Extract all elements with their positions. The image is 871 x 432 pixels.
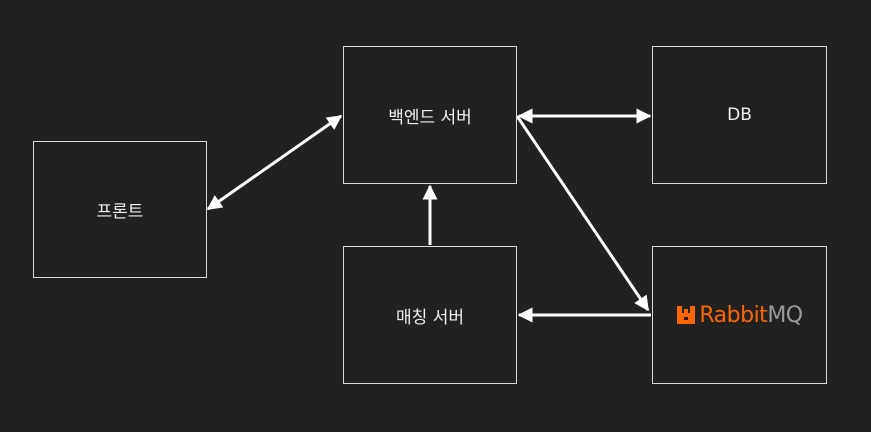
node-matching-server: 매칭 서버 bbox=[343, 246, 517, 384]
edge-front-backend bbox=[206, 114, 343, 211]
node-backend-server-label: 백엔드 서버 bbox=[388, 107, 472, 128]
node-front-label: 프론트 bbox=[96, 202, 144, 222]
node-rabbitmq: RabbitMQ bbox=[652, 246, 827, 384]
rabbitmq-logo: RabbitMQ bbox=[676, 302, 803, 328]
edge-backend-rabbitmq bbox=[515, 115, 650, 312]
rabbitmq-logo-text-mq: MQ bbox=[767, 302, 803, 328]
rabbitmq-logo-text-rabbit: Rabbit bbox=[699, 302, 768, 328]
node-db: DB bbox=[652, 46, 827, 184]
rabbitmq-icon bbox=[677, 306, 696, 324]
node-matching-server-label: 매칭 서버 bbox=[396, 307, 464, 328]
node-front: 프론트 bbox=[33, 141, 207, 278]
node-backend-server: 백엔드 서버 bbox=[343, 46, 517, 184]
node-db-label: DB bbox=[727, 105, 752, 125]
